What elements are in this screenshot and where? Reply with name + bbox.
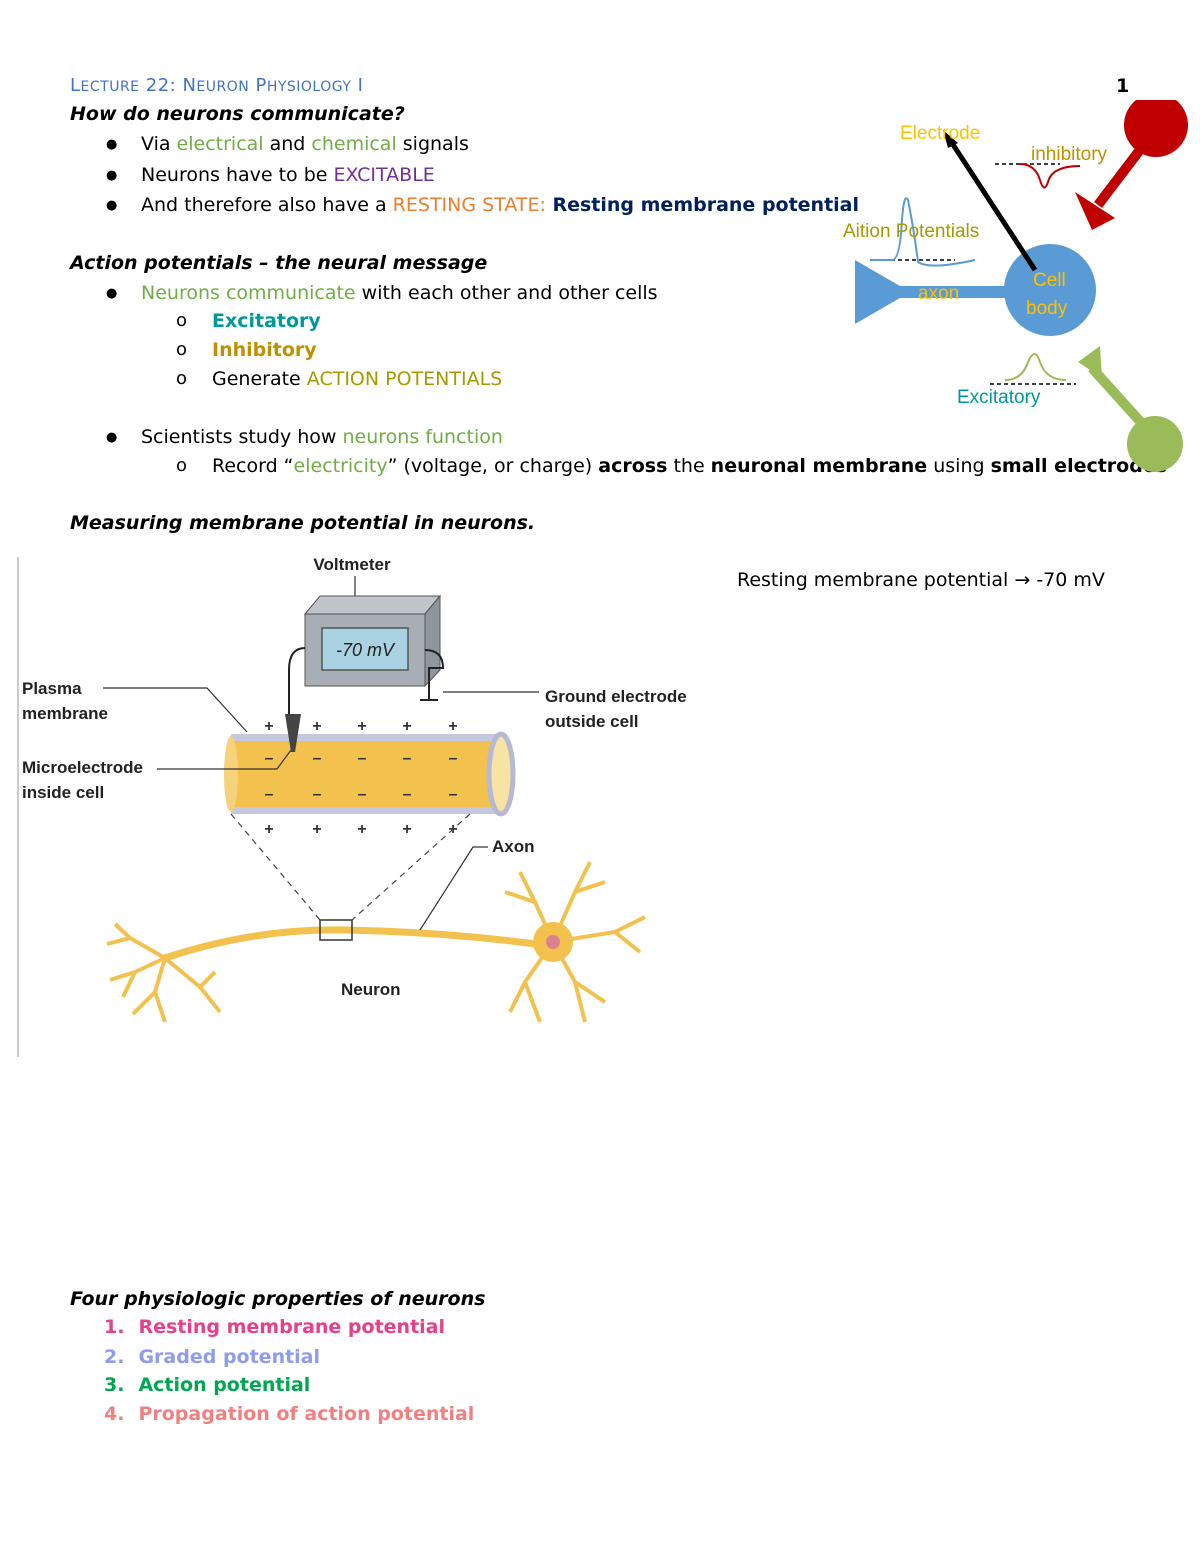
section-title: Four physiologic properties of neurons — [70, 1288, 486, 1310]
list-item: Neurons communicate with each other and … — [141, 282, 658, 304]
voltmeter-top — [303, 595, 442, 615]
svg-text:+: + — [264, 718, 273, 735]
zoom-box — [319, 919, 353, 941]
microelectrode — [285, 714, 301, 752]
bullet-icon: ● — [106, 286, 118, 301]
svg-text:–: – — [265, 750, 274, 767]
svg-text:–: – — [313, 786, 322, 803]
axon-segment — [230, 739, 502, 809]
excitatory-soma — [1127, 416, 1183, 472]
bullet-icon: ● — [106, 198, 118, 213]
circle-bullet-icon: o — [176, 368, 188, 389]
dendrites-left — [106, 922, 222, 1023]
resting-potential-note: Resting membrane potential → -70 mV — [737, 569, 1105, 591]
sub-item: Inhibitory — [212, 339, 317, 361]
inhibitory-terminal — [1075, 192, 1115, 230]
svg-text:–: – — [403, 786, 412, 803]
list-item: Via electrical and chemical signals — [141, 133, 469, 155]
svg-text:+: + — [357, 718, 366, 735]
svg-text:+: + — [264, 821, 273, 838]
action-potentials-label: Aition Potentials — [843, 221, 979, 242]
bullet-icon: ● — [106, 430, 118, 445]
voltmeter-reading: -70 mV — [336, 640, 396, 660]
svg-text:–: – — [358, 786, 367, 803]
voltmeter-display — [321, 627, 409, 671]
inhibitory-soma — [1124, 100, 1188, 157]
list-item: 3.Action potential — [104, 1374, 311, 1396]
membrane-top — [231, 734, 501, 741]
membrane-bottom — [231, 807, 501, 814]
electrode-tip — [943, 130, 958, 148]
svg-text:+: + — [402, 821, 411, 838]
circle-bullet-icon: o — [176, 310, 188, 331]
list-item: Scientists study how neurons function — [141, 426, 503, 448]
inside-cell-label: inside cell — [22, 783, 104, 802]
list-item: 1.Resting membrane potential — [104, 1316, 445, 1338]
svg-text:+: + — [402, 718, 411, 735]
list-item: Neurons have to be EXCITABLE — [141, 164, 435, 186]
electrode-line — [947, 138, 1038, 272]
svg-text:–: – — [449, 786, 458, 803]
outside-cell-label: outside cell — [545, 712, 639, 731]
inhibitory-label: inhibitory — [1031, 144, 1108, 165]
section-question: How do neurons communicate? — [70, 103, 405, 125]
bullet-icon: ● — [106, 137, 118, 152]
voltmeter-label: Voltmeter — [313, 555, 391, 574]
neuron-signal-diagram: Electrode inhibitory Aition Potentials a… — [843, 100, 1188, 472]
svg-text:–: – — [403, 750, 412, 767]
svg-text:–: – — [265, 786, 274, 803]
svg-text:+: + — [312, 821, 321, 838]
lecture-title: LECTURE 22: NEURON PHYSIOLOGY I — [70, 75, 364, 96]
membrane-label: membrane — [22, 704, 108, 723]
svg-text:–: – — [449, 750, 458, 767]
membrane-measurement-figure: -70 mV Voltmeter + + + + + + + + + + – –… — [17, 555, 687, 1057]
cell-body-shape — [1004, 244, 1096, 336]
section-title: Measuring membrane potential in neurons. — [70, 512, 536, 534]
circle-bullet-icon: o — [176, 455, 188, 476]
axon-label: axon — [918, 283, 959, 304]
svg-text:+: + — [357, 821, 366, 838]
axon-terminal — [855, 260, 900, 324]
axon-end — [486, 731, 516, 817]
svg-text:–: – — [313, 750, 322, 767]
svg-text:+: + — [448, 718, 457, 735]
cell-label: Cell — [1033, 270, 1066, 291]
ground-electrode-label: Ground electrode — [545, 687, 687, 706]
sub-item: Generate ACTION POTENTIALS — [212, 368, 503, 390]
microelectrode-label: Microelectrode — [22, 758, 143, 777]
body-label: body — [1026, 298, 1068, 319]
bullet-icon: ● — [106, 168, 118, 183]
svg-text:–: – — [358, 750, 367, 767]
svg-text:+: + — [312, 718, 321, 735]
list-item: And therefore also have a RESTING STATE:… — [141, 194, 860, 216]
circle-bullet-icon: o — [176, 339, 188, 360]
inhibitory-trace — [1019, 163, 1081, 189]
list-item: 2.Graded potential — [104, 1346, 321, 1368]
electrode-label: Electrode — [900, 123, 980, 144]
neuron-axon — [163, 926, 536, 962]
nucleus — [546, 935, 560, 949]
sub-item: Record “electricity” (voltage, or charge… — [212, 455, 1168, 477]
axon-start — [224, 736, 238, 812]
section-title: Action potentials – the neural message — [70, 252, 488, 274]
axon-figure-label: Axon — [492, 837, 535, 856]
neuron-label: Neuron — [341, 980, 401, 999]
page-number: 1 — [1116, 75, 1130, 97]
list-item: 4.Propagation of action potential — [104, 1403, 475, 1425]
excitatory-terminal — [1078, 346, 1102, 378]
excitatory-trace — [1004, 353, 1067, 381]
axon-bar — [865, 286, 1050, 298]
plasma-label: Plasma — [22, 679, 82, 698]
excitatory-label: Excitatory — [957, 387, 1041, 408]
sub-item: Excitatory — [212, 310, 321, 332]
action-potential-trace — [870, 197, 976, 267]
